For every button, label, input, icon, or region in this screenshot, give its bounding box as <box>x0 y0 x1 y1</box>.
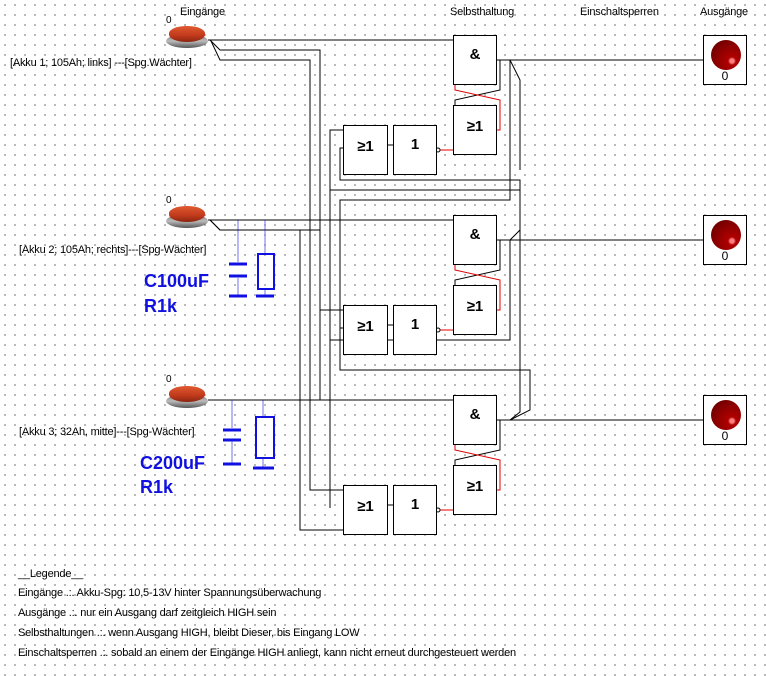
latch3-red <box>454 440 501 491</box>
input-1-label: [Akku 1; 105Ah; links] ---[Spg.Wächter] <box>10 57 192 69</box>
header-inputs: Eingänge <box>180 6 225 18</box>
wire-and1-or3 <box>509 59 521 170</box>
wire-input1-bus-a <box>209 39 345 311</box>
input-2-label: [Akku 2; 105Ah; rechts]---[Spg-Wächter] <box>19 244 207 256</box>
button-cap <box>169 386 205 402</box>
not-gate-2[interactable]: 1 <box>393 305 437 355</box>
and-gate-3[interactable]: & <box>453 395 497 445</box>
latch3-black <box>454 419 501 468</box>
output-2[interactable]: 0 <box>703 215 747 265</box>
latch2-red <box>454 260 501 311</box>
input-3-state: 0 <box>166 374 172 385</box>
wire-and1-or2 <box>339 60 511 329</box>
not-gate-1[interactable]: 1 <box>393 125 437 175</box>
output-3-state: 0 <box>721 429 729 443</box>
wire-and3-or2 <box>339 328 531 421</box>
legend-line: Ausgänge .:. nur ein Ausgang darf zeitgl… <box>18 607 277 619</box>
interlock-or-gate-3[interactable]: ≥1 <box>343 485 388 535</box>
resistor-body <box>257 253 275 290</box>
resistor-2-label: R1k <box>140 477 174 497</box>
legend-line: Selbsthaltungen .:. wenn Ausgang HIGH, b… <box>18 627 360 639</box>
button-cap <box>169 206 205 222</box>
button-cap <box>169 26 205 42</box>
wire-and3-or1 <box>329 148 521 421</box>
header-interlock: Einschaltsperren <box>580 6 659 18</box>
input-2-button[interactable] <box>166 204 208 232</box>
lamp-icon <box>711 40 741 70</box>
and-gate-2[interactable]: & <box>453 215 497 265</box>
lamp-icon <box>711 220 741 250</box>
header-outputs: Ausgänge <box>700 6 748 18</box>
and-gate-1[interactable]: & <box>453 35 497 85</box>
resistor-1-label: R1k <box>144 296 178 316</box>
input-1-state: 0 <box>166 15 172 26</box>
capacitor-1-label: C100uF <box>144 271 210 291</box>
capacitor-2-label: C200uF <box>140 453 206 473</box>
lamp-icon <box>711 400 741 430</box>
interlock-or-gate-2[interactable]: ≥1 <box>343 305 388 355</box>
output-2-state: 0 <box>721 249 729 263</box>
latch2-black <box>454 239 501 288</box>
latch1-red <box>454 80 501 131</box>
wire-input2-bus-a <box>209 219 345 531</box>
wire-input1-bus-b <box>210 40 345 491</box>
header-latch: Selbsthaltung <box>450 6 515 18</box>
output-1[interactable]: 0 <box>703 35 747 85</box>
output-3[interactable]: 0 <box>703 395 747 445</box>
latch-or-gate-1[interactable]: ≥1 <box>453 105 497 155</box>
latch-or-gate-2[interactable]: ≥1 <box>453 285 497 335</box>
not-gate-3[interactable]: 1 <box>393 485 437 535</box>
input-3-label: [Akku 3; 32Ah, mitte]---[Spg-Wächter] <box>19 426 195 438</box>
resistor-body <box>255 416 275 459</box>
input-1-button[interactable] <box>166 24 208 52</box>
latch1-black <box>454 59 501 108</box>
capacitor-plates <box>229 262 247 298</box>
legend-title: __Legende__ <box>18 568 84 580</box>
output-1-state: 0 <box>721 69 729 83</box>
capacitor-plates <box>223 428 241 466</box>
latch-or-gate-3[interactable]: ≥1 <box>453 465 497 515</box>
input-2-state: 0 <box>166 195 172 206</box>
wire-and2-or1 <box>339 147 521 241</box>
legend-line: Eingänge .:. Akku-Spg: 10,5-13V hinter S… <box>18 587 322 599</box>
interlock-or-gate-1[interactable]: ≥1 <box>343 125 388 175</box>
legend-line: Einschaltsperren .:. sobald an einem der… <box>18 647 516 659</box>
input-3-button[interactable] <box>166 384 208 412</box>
wire-input2-bus-b <box>209 219 320 231</box>
